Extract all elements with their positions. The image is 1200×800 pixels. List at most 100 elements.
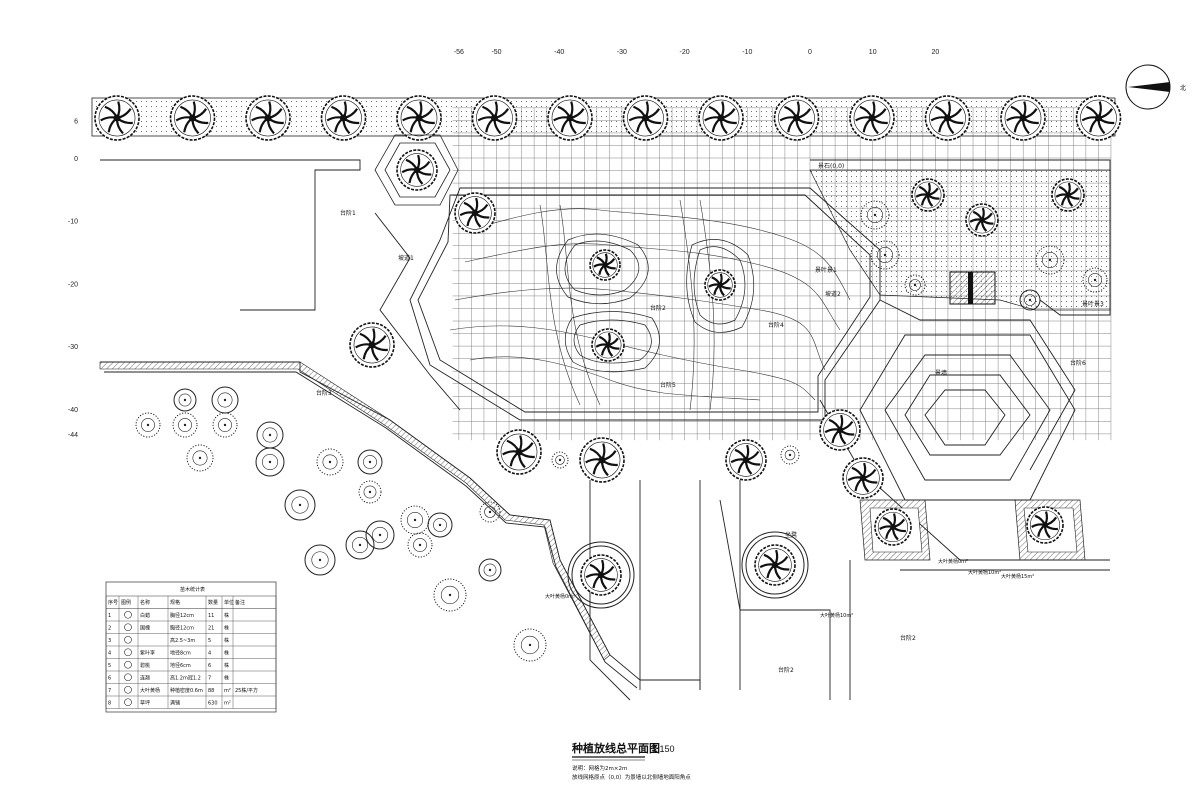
tree-symbol bbox=[849, 95, 895, 141]
shrub-symbol bbox=[135, 412, 161, 438]
shrub-symbol bbox=[304, 544, 336, 576]
shrub-symbol bbox=[427, 512, 453, 538]
tree-symbol bbox=[924, 95, 971, 141]
label-step-b: 台阶2 bbox=[900, 634, 916, 642]
tree-symbol bbox=[579, 437, 625, 483]
round-planters bbox=[567, 531, 809, 609]
label-wall: 景墙 bbox=[935, 369, 947, 377]
label-area3: 大叶黄杨10m² bbox=[820, 612, 853, 619]
shrub-symbol bbox=[433, 578, 467, 612]
y-tick-label: -20 bbox=[68, 281, 78, 288]
shrub-symbol bbox=[345, 530, 375, 560]
shrub-symbol bbox=[1019, 289, 1041, 311]
shrub-symbol bbox=[551, 451, 569, 469]
table-header-cell: 序号 bbox=[108, 599, 118, 606]
label-plants3: 景叶景3 bbox=[1082, 300, 1104, 308]
tree-symbol bbox=[589, 249, 621, 281]
label-area2: 大叶黄杨10m² bbox=[968, 569, 1001, 576]
y-tick-label: -30 bbox=[68, 344, 78, 351]
shrub-symbol bbox=[172, 412, 198, 438]
tree-symbol bbox=[320, 95, 367, 141]
table-cell: 11 bbox=[208, 613, 214, 619]
shrub-symbol bbox=[479, 501, 501, 523]
label-step1: 台阶1 bbox=[340, 209, 356, 217]
shrub-symbol bbox=[256, 421, 284, 449]
x-tick-label: -20 bbox=[680, 49, 690, 56]
y-axis-ticks: 60-10-20-30-40-44 bbox=[68, 118, 78, 439]
label-area5: 大叶黄杨15m² bbox=[1001, 573, 1034, 580]
shrub-symbol bbox=[173, 388, 197, 412]
legend-symbol bbox=[124, 610, 132, 619]
x-tick-label: -40 bbox=[554, 49, 564, 56]
shrub-symbol bbox=[780, 445, 800, 465]
table-cell: 1 bbox=[108, 613, 111, 619]
table-cell: 3 bbox=[108, 638, 111, 644]
x-tick-label: -10 bbox=[742, 49, 752, 56]
table-cell: 4 bbox=[108, 651, 111, 657]
shrub-symbol bbox=[255, 447, 285, 477]
shrub-symbol bbox=[407, 532, 433, 558]
x-tick-label: 0 bbox=[808, 49, 812, 56]
label-step5: 台阶5 bbox=[660, 381, 676, 389]
y-tick-label: 0 bbox=[74, 156, 78, 163]
shrub-symbol bbox=[513, 628, 547, 662]
tree-symbol bbox=[1000, 95, 1046, 141]
tree-symbol bbox=[704, 269, 736, 301]
shrub-symbol bbox=[870, 240, 900, 270]
x-tick-label: -56 bbox=[454, 49, 464, 56]
legend-symbol bbox=[124, 635, 132, 644]
table-cell: 地径6cm bbox=[170, 662, 191, 669]
plan-labels: 台阶1 坡道1 台阶2 台阶4 台阶5 台阶3 台阶6 坡道2 景叶景1 景叶景… bbox=[316, 163, 1104, 674]
table-cell: 4 bbox=[208, 651, 211, 657]
tree-symbol bbox=[94, 95, 140, 141]
table-cell: 株 bbox=[224, 650, 229, 657]
tree-symbol bbox=[819, 409, 861, 451]
tree-symbol bbox=[245, 95, 291, 141]
title-block: 种植放线总平面图 1:150 说明：网格为2m×2m 放线网格原点（0,0）为景… bbox=[571, 741, 691, 781]
x-tick-label: -50 bbox=[491, 49, 501, 56]
shrub-symbol bbox=[1082, 267, 1108, 293]
tree-symbol bbox=[471, 95, 518, 141]
site-trees bbox=[349, 149, 1085, 596]
shrub-symbol bbox=[284, 489, 316, 521]
table-cell: 25株/平方 bbox=[235, 687, 258, 694]
label-pave: 景石(0,0) bbox=[818, 163, 844, 170]
shrub-symbol bbox=[316, 448, 344, 476]
table-cell: 种植密度0.6m bbox=[170, 687, 203, 694]
north-arrow: 北 bbox=[1125, 64, 1186, 110]
tree-symbol bbox=[965, 203, 999, 237]
shrub-symbol bbox=[212, 412, 238, 438]
label-area4: 大叶黄杨0m² bbox=[545, 593, 575, 600]
north-label: 北 bbox=[1180, 84, 1186, 92]
label-step6: 台阶6 bbox=[1070, 359, 1086, 367]
table-cell: 胸径12cm bbox=[170, 612, 194, 619]
tree-symbol bbox=[591, 328, 625, 362]
table-cell: 地径8cm bbox=[170, 650, 191, 657]
table-cell: 2 bbox=[108, 626, 111, 632]
tree-symbol bbox=[1026, 506, 1064, 544]
table-cell: 满铺 bbox=[170, 700, 180, 707]
legend-symbol bbox=[124, 623, 132, 632]
table-cell: 5 bbox=[208, 638, 211, 644]
y-tick-label: 6 bbox=[74, 118, 78, 125]
label-seat: 坐凳 bbox=[785, 531, 797, 539]
note-line-2: 放线网格原点（0,0）为景墙以北侧墙地面阳角点 bbox=[572, 773, 691, 781]
table-cell: 8 bbox=[108, 701, 111, 707]
tree-symbol bbox=[580, 554, 622, 596]
mound-islands bbox=[556, 233, 755, 373]
shrub-symbol bbox=[211, 386, 239, 414]
label-area1: 大叶黄杨0m² bbox=[938, 558, 968, 565]
x-tick-label: 10 bbox=[869, 49, 877, 56]
legend-symbol bbox=[124, 673, 132, 682]
tree-symbol bbox=[1075, 95, 1122, 141]
table-cell: 碧桃 bbox=[140, 662, 150, 669]
y-tick-label: -10 bbox=[68, 219, 78, 226]
table-header-cell: 图例 bbox=[121, 599, 131, 606]
table-cell: 株 bbox=[224, 675, 229, 682]
tree-symbol bbox=[773, 95, 820, 141]
table-cell: 国槐 bbox=[140, 625, 150, 632]
table-cell: 6 bbox=[108, 676, 111, 682]
table-cell: m² bbox=[224, 701, 231, 707]
